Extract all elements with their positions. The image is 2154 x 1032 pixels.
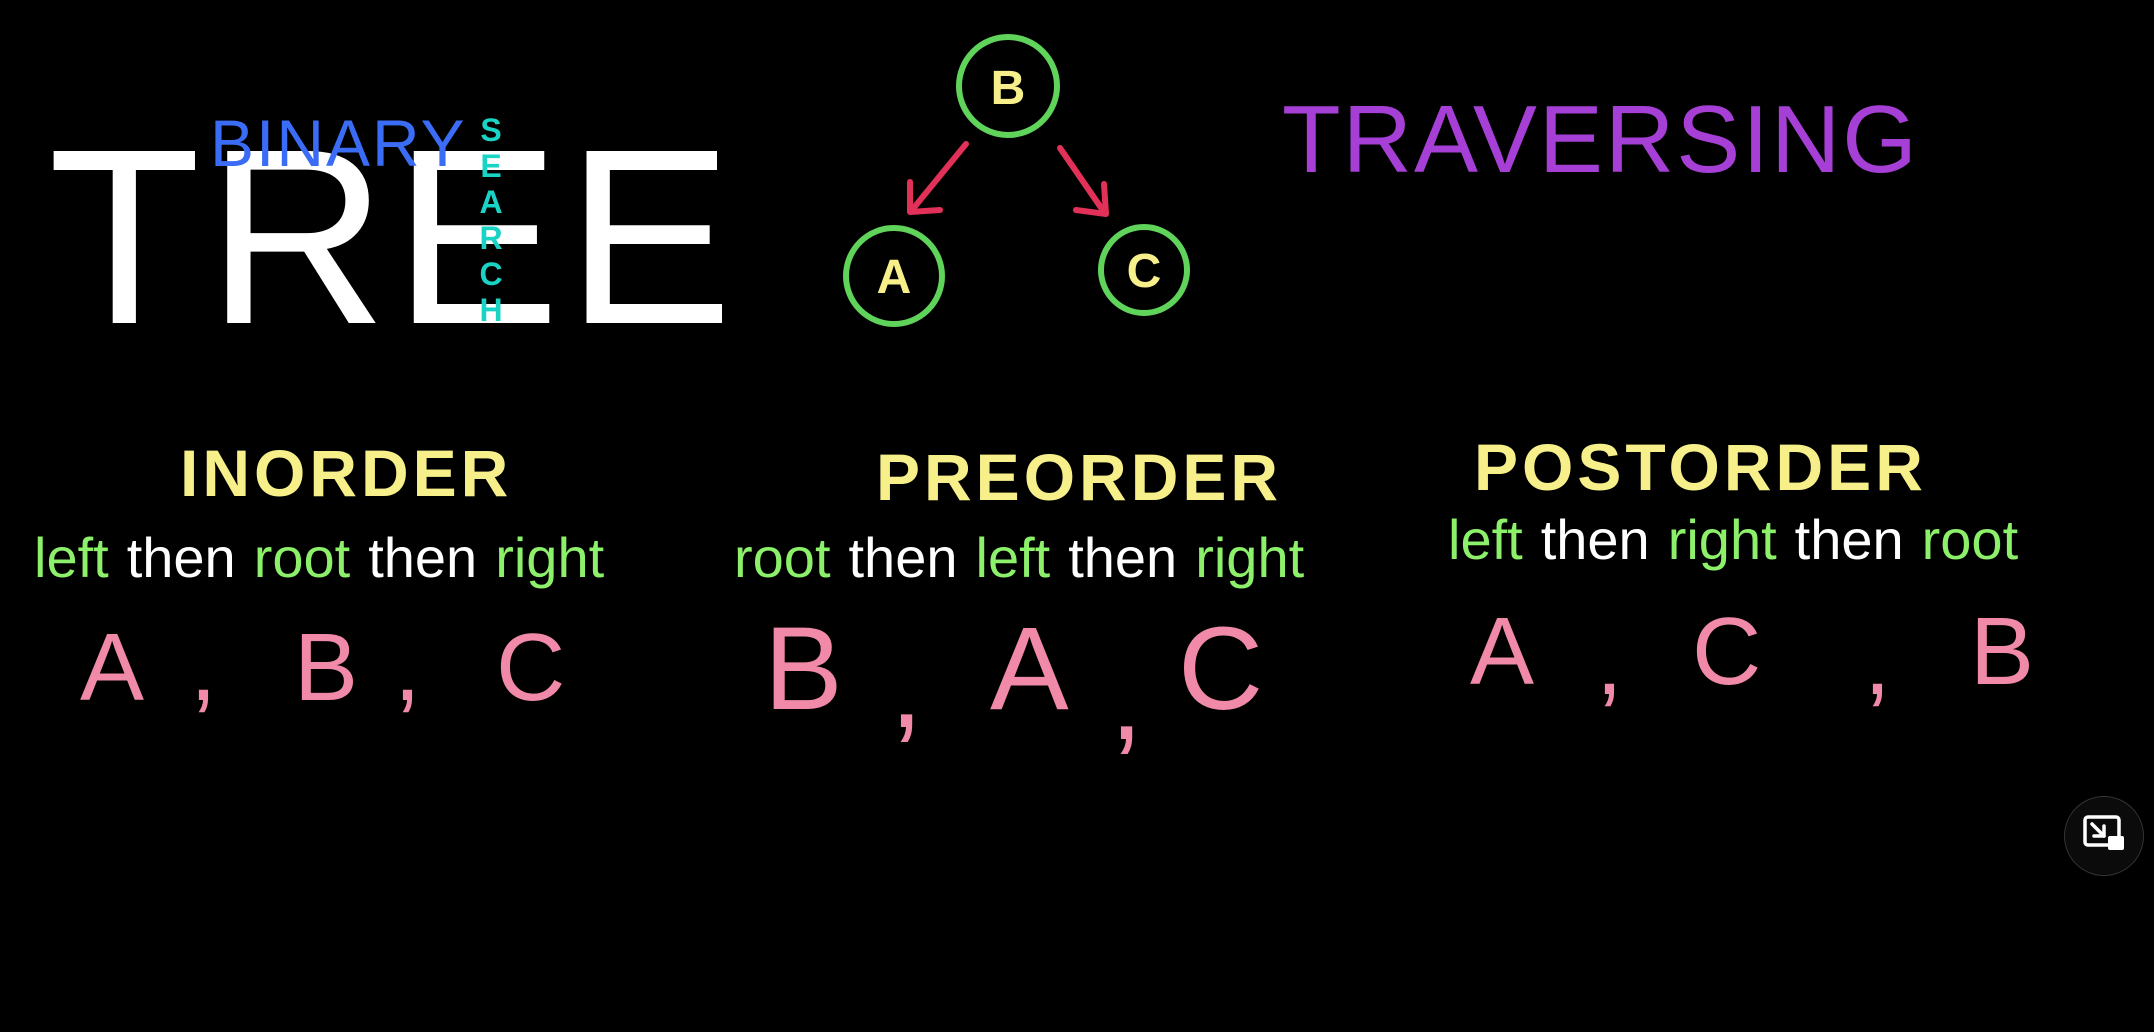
rule-word: right — [495, 526, 605, 589]
section-title-preorder: PREORDER — [876, 440, 1283, 514]
tree-title: TREE — [48, 97, 739, 376]
sequence-item: B — [294, 614, 359, 721]
node-left: A — [843, 225, 945, 327]
sequence-separator: , — [890, 621, 923, 753]
pip-exit-button[interactable] — [2064, 796, 2144, 876]
traversing-title: TRAVERSING — [1282, 86, 1919, 193]
sequence-item: C — [496, 614, 566, 721]
sequence-separator: , — [1110, 633, 1143, 765]
sequence-item: B — [764, 603, 843, 735]
rule-word: then — [1540, 508, 1650, 571]
sequence-item: A — [990, 603, 1069, 735]
rule-word: right — [1195, 526, 1305, 589]
node-root: B — [956, 34, 1060, 138]
search-letter: C — [479, 256, 503, 292]
sequence-preorder: B , A , C — [700, 603, 1400, 758]
sequence-item: A — [80, 614, 145, 721]
rule-word: then — [1068, 526, 1178, 589]
binary-label: BINARY — [210, 106, 467, 180]
arrow-left-edge — [907, 141, 969, 215]
rule-word: right — [1667, 508, 1777, 571]
picture-in-picture-exit-icon — [2082, 814, 2126, 858]
rule-word: then — [126, 526, 236, 589]
search-letter: H — [479, 292, 503, 328]
node-left-label: A — [877, 251, 912, 304]
section-title-postorder: POSTORDER — [1474, 430, 1927, 504]
sequence-separator: , — [1596, 608, 1623, 715]
rule-word: root — [253, 526, 351, 589]
sequence-inorder: A , B , C — [0, 620, 700, 730]
sequence-postorder: A , C , B — [1400, 604, 2100, 714]
search-vertical-label: S E A R C H — [474, 112, 508, 328]
sequence-separator: , — [190, 614, 217, 721]
section-title-inorder: INORDER — [180, 436, 513, 510]
sequence-separator: , — [394, 614, 421, 721]
search-letter: S — [480, 112, 502, 148]
sequence-item: B — [1970, 598, 2035, 705]
rule-word: root — [734, 526, 831, 589]
search-letter: R — [479, 220, 503, 256]
rule-word: then — [1794, 508, 1904, 571]
node-right-label: C — [1127, 245, 1162, 298]
sequence-item: A — [1470, 598, 1535, 705]
rule-word: then — [848, 526, 958, 589]
sequence-separator: , — [1864, 608, 1891, 715]
rule-word: root — [1921, 508, 2019, 571]
search-letter: A — [479, 184, 503, 220]
rule-word: left — [34, 526, 109, 589]
node-root-label: B — [991, 62, 1026, 115]
search-letter: E — [480, 148, 502, 184]
rule-word: then — [368, 526, 478, 589]
rule-word: left — [975, 526, 1051, 589]
arrow-right-edge — [1057, 145, 1109, 217]
sequence-item: C — [1178, 603, 1264, 735]
rule-word: left — [1448, 508, 1523, 571]
sequence-item: C — [1692, 598, 1762, 705]
node-right: C — [1098, 224, 1190, 316]
